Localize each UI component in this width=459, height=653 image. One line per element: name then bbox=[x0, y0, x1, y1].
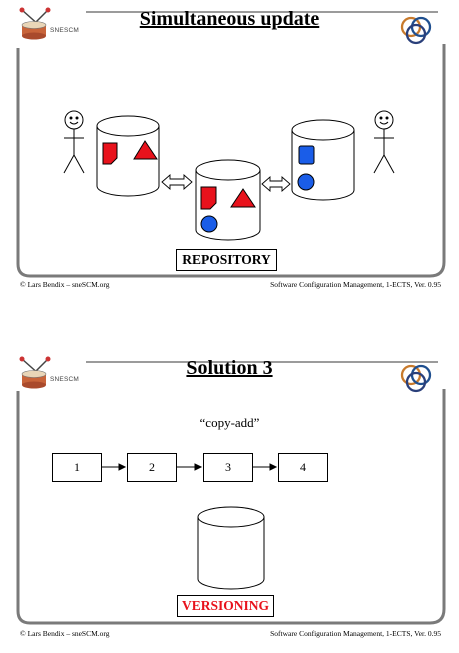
slide-simultaneous-update: SNESCM Simultaneous update REPOSITORY © … bbox=[0, 0, 459, 326]
slide-frame bbox=[16, 361, 446, 625]
developer-left-icon bbox=[63, 110, 85, 174]
blue-circle-shape-repo bbox=[200, 215, 218, 233]
step-box-3: 3 bbox=[203, 453, 253, 482]
footer-course: Software Configuration Management, 1-ECT… bbox=[270, 629, 441, 638]
repository-cylinder bbox=[195, 159, 261, 241]
repository-label: REPOSITORY bbox=[176, 249, 277, 271]
footer-copyright: © Lars Bendix – sneSCM.org bbox=[20, 629, 110, 638]
sync-arrow-right-icon bbox=[261, 176, 291, 192]
left-workspace-cylinder bbox=[96, 115, 160, 197]
step-box-1: 1 bbox=[52, 453, 102, 482]
rings-logo-icon bbox=[400, 364, 432, 393]
slide-solution-3: SNESCM Solution 3 “copy-add” 1 2 3 4 VER… bbox=[0, 327, 459, 653]
footer-copyright: © Lars Bendix – sneSCM.org bbox=[20, 280, 110, 289]
slide-title: Solution 3 bbox=[186, 357, 273, 379]
slide1-graphics bbox=[16, 7, 446, 278]
red-document-shape bbox=[102, 142, 118, 165]
developer-right-icon bbox=[373, 110, 395, 174]
blue-rect-shape bbox=[298, 145, 315, 165]
step-box-4: 4 bbox=[278, 453, 328, 482]
logo-text: SNESCM bbox=[50, 376, 80, 383]
copy-add-subtitle: “copy-add” bbox=[199, 415, 260, 430]
red-triangle-shape bbox=[133, 140, 158, 160]
step-box-2: 2 bbox=[127, 453, 177, 482]
slide2-graphics bbox=[16, 356, 446, 625]
right-workspace-cylinder bbox=[291, 119, 355, 201]
blue-circle-shape bbox=[297, 173, 315, 191]
versioning-cylinder bbox=[197, 506, 265, 590]
snescm-logo-icon bbox=[19, 356, 51, 389]
slide-title: Simultaneous update bbox=[139, 8, 320, 30]
red-triangle-shape-repo bbox=[230, 188, 256, 208]
sync-arrow-left-icon bbox=[161, 174, 193, 190]
slide-frame bbox=[16, 11, 446, 278]
red-document-shape-repo bbox=[200, 186, 217, 210]
versioning-label: VERSIONING bbox=[177, 595, 274, 617]
rings-logo-icon bbox=[400, 16, 432, 45]
logo-text: SNESCM bbox=[50, 27, 80, 34]
step-arrows bbox=[101, 463, 278, 471]
footer-course: Software Configuration Management, 1-ECT… bbox=[270, 280, 441, 289]
snescm-logo-icon bbox=[19, 7, 51, 40]
